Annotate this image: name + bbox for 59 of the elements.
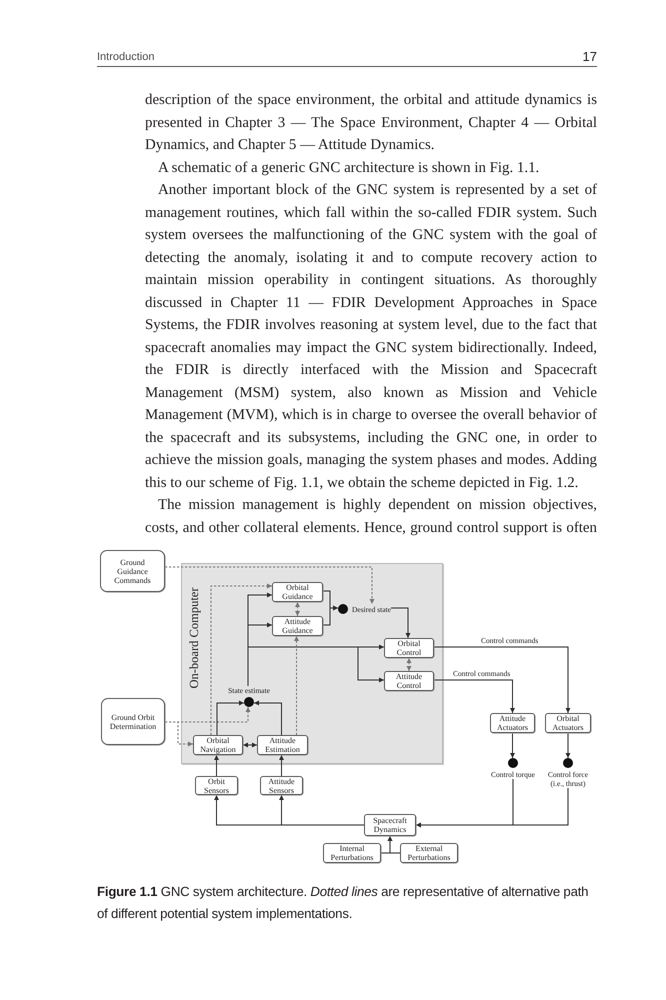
- process-box: [272, 582, 323, 602]
- dashed-double-arrow: [295, 602, 300, 616]
- dashed-arrow: [164, 722, 194, 746]
- process-box: [100, 550, 165, 592]
- arrow: [434, 680, 515, 714]
- arrow: [388, 836, 400, 854]
- node-label: Internal Perturbations: [330, 844, 374, 862]
- node-label: Attitude Guidance: [281, 617, 314, 635]
- arrow: [510, 732, 515, 758]
- process-box: [400, 843, 458, 863]
- process-box: [272, 616, 323, 636]
- arrow: [566, 732, 570, 758]
- node-label: Ground Guidance Commands: [113, 558, 152, 584]
- node-label: Orbital Actuators: [551, 714, 585, 732]
- node-label: External Perturbations: [406, 844, 452, 862]
- body-paragraph: The mission management is highly dependent on mission objectives, costs, and other collateral elements. Hence, ground control support is often: [145, 496, 597, 538]
- process-box: [257, 735, 308, 755]
- arrow: [279, 794, 364, 826]
- arrow: [254, 700, 282, 736]
- process-box: [384, 638, 434, 658]
- node-label: Orbit Sensors: [203, 776, 230, 794]
- double-arrow: [242, 742, 258, 748]
- node-label: Orbital Guidance: [281, 583, 314, 601]
- arrow: [434, 646, 570, 714]
- process-box: [260, 776, 303, 795]
- process-box: [101, 698, 165, 745]
- node-label: Ground Orbit Determination: [108, 712, 158, 730]
- arrow: [416, 788, 568, 828]
- node-label: Attitude Estimation: [264, 736, 301, 754]
- arrow: [279, 754, 284, 776]
- process-box: [384, 671, 434, 691]
- process-box: [323, 843, 381, 863]
- arrow: [216, 700, 244, 736]
- arrow: [214, 754, 219, 776]
- node-label: Spacecraft Dynamics: [372, 816, 408, 834]
- body-paragraph: A schematic of a generic GNC architecture is shown in Fig. 1.1.: [157, 158, 540, 178]
- dashed-arrow: [294, 636, 299, 736]
- process-box: [545, 713, 591, 733]
- body-paragraph: description of the space environment, the orbital and attitude dynamics is presented in Chapter 3 — The Space Environment, Chapter 4 — Orbital Dynamics, and Chapter 5 — Attitude Dynamics.: [145, 91, 597, 155]
- node-label: Attitude Actuators: [496, 714, 530, 732]
- panel-heading: On-board Computer: [187, 587, 201, 689]
- dashed-arrow: [164, 566, 374, 604]
- process-box: [195, 776, 238, 795]
- node-label: Attitude Sensors: [267, 776, 296, 794]
- dashed-arrow: [210, 584, 272, 736]
- arrow: [322, 606, 338, 626]
- process-box: [364, 814, 416, 836]
- page-number: 17: [582, 49, 597, 65]
- process-box: [193, 735, 243, 755]
- figure-caption: Figure 1.1 GNC system architecture. Dotted lines are representative of alternative path of different potential system implementations.: [97, 883, 590, 923]
- computer-panel: [181, 563, 443, 764]
- arrow: [390, 608, 410, 638]
- dashed-double-arrow: [406, 658, 412, 672]
- node-label: Orbital Navigation: [199, 736, 237, 754]
- node-label: Orbital Control: [396, 639, 422, 657]
- running-head: Introduction: [97, 50, 154, 64]
- body-paragraph: Another important block of the GNC system is represented by a set of management routines, which fall within the so-called FDIR system. Such system oversees the malfunctioning of the GNC system with the goal of detecting the anomaly, isolating it and to compute recovery action to maintain mission operability in contingent situations. As thoroughly discussed in Chapter 11 — FDIR Development Approaches in Space Systems, the FDIR involves reasoning at system level, due to the fact that spacecraft anomalies may impact the GNC system bidirectionally. Indeed, the FDIR is directly interfaced with the Mission and Spacecraft Management (MSM) system, also known as Mission and Vehicle Management (MVM), which is in charge to oversee the overall behavior of the spacecraft and its subsystems, including the GNC one, in order to achieve the mission goals, managing the system phases and modes. Adding this to our scheme of Fig. 1.1, we obtain the scheme depicted in Fig. 1.2.: [145, 181, 597, 492]
- node-label: Attitude Control: [394, 672, 424, 690]
- process-box: [490, 713, 535, 733]
